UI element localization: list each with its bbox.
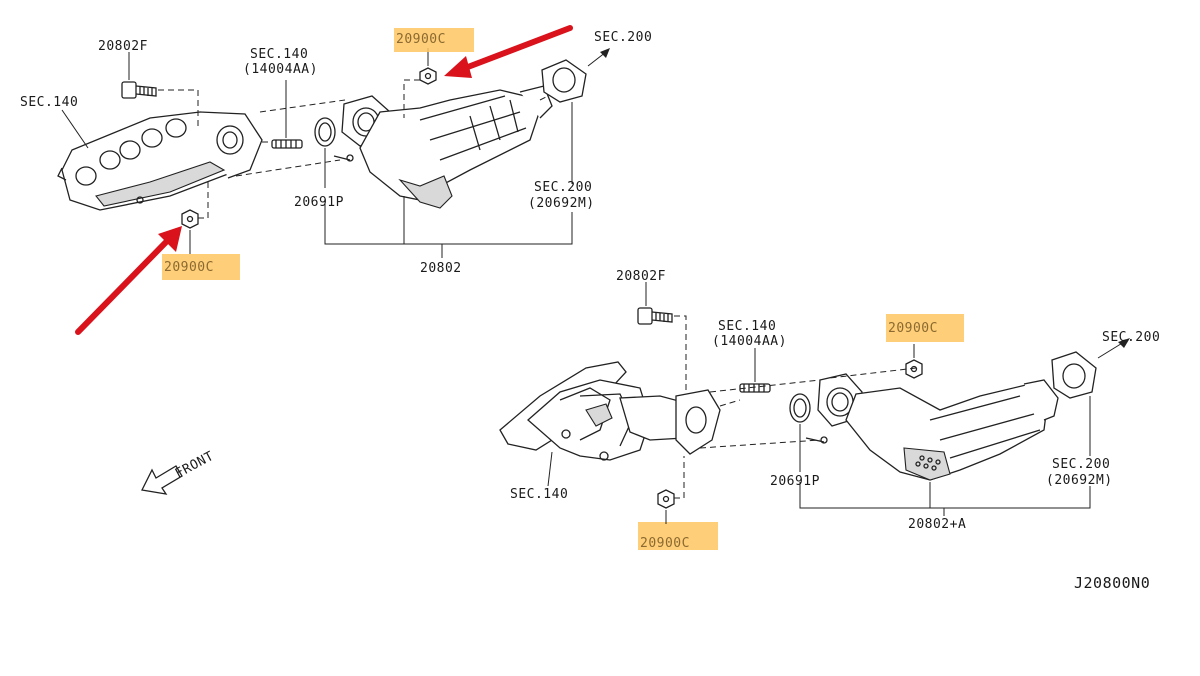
lower-bolt-label: 20802F — [616, 269, 666, 284]
upper-assembly: 20802F SEC.140 SEC.140 (14004AA) 20900C … — [20, 25, 652, 335]
lower-sec200-gasket-label-1: SEC.200 — [1052, 457, 1110, 472]
upper-nut-bottom-highlight — [162, 254, 240, 280]
upper-sec200-top-label: SEC.200 — [594, 30, 652, 45]
lower-stud-label-1: SEC.140 — [718, 319, 776, 334]
upper-nut-bottom — [181, 209, 199, 229]
lower-nut-bottom — [657, 489, 675, 509]
upper-exhaust-manifold — [57, 111, 263, 211]
lower-nut-top-label: 20900C — [888, 321, 938, 336]
upper-outlet-gasket — [541, 59, 587, 103]
upper-nut-bottom-label: 20900C — [164, 260, 214, 275]
lower-sec200-top-label: SEC.200 — [1102, 330, 1160, 345]
lower-nut-top-highlight — [886, 314, 964, 342]
upper-nut-top — [419, 67, 437, 85]
upper-catalyst-pipe — [333, 85, 553, 209]
upper-stud-label-2: (14004AA) — [243, 62, 318, 77]
lower-gasket — [789, 393, 811, 423]
lower-gasket-label: 20691P — [770, 474, 820, 489]
upper-bolt-20802F — [121, 81, 157, 99]
upper-sec200-gasket-label-2: (20692M) — [528, 196, 595, 211]
upper-gasket — [314, 117, 336, 147]
upper-bolt-label: 20802F — [98, 39, 148, 54]
upper-gasket-label: 20691P — [294, 195, 344, 210]
red-arrow-top — [457, 25, 573, 73]
upper-nut-top-highlight — [394, 28, 474, 52]
lower-bolt-20802F — [637, 307, 673, 325]
upper-sec200-gasket-label-1: SEC.200 — [534, 180, 592, 195]
upper-stud — [271, 139, 303, 149]
lower-nut-bottom-highlight — [638, 522, 718, 550]
front-label: FRONT — [173, 449, 217, 482]
lower-outlet-gasket — [1051, 351, 1097, 399]
lower-assembly-label: 20802+A — [908, 517, 966, 532]
upper-sec140-label: SEC.140 — [20, 95, 78, 110]
lower-sec140-label: SEC.140 — [510, 487, 568, 502]
lower-nut-top — [905, 359, 923, 379]
lower-exhaust-manifold — [499, 361, 721, 461]
lower-stud-label-2: (14004AA) — [712, 334, 787, 349]
upper-assembly-label: 20802 — [420, 261, 462, 276]
upper-nut-top-label: 20900C — [396, 32, 446, 47]
diagram-id: J20800N0 — [1074, 574, 1150, 592]
red-arrow-bottom — [75, 235, 173, 335]
lower-catalyst-pipe — [805, 373, 1059, 481]
lower-sec200-gasket-label-2: (20692M) — [1046, 473, 1113, 488]
upper-stud-label-1: SEC.140 — [250, 47, 308, 62]
lower-assembly: 20802F SEC.140 (14004AA) 20900C SEC.200 … — [499, 269, 1160, 551]
lower-nut-bottom-label: 20900C — [640, 536, 690, 551]
front-indicator: FRONT — [141, 449, 217, 495]
